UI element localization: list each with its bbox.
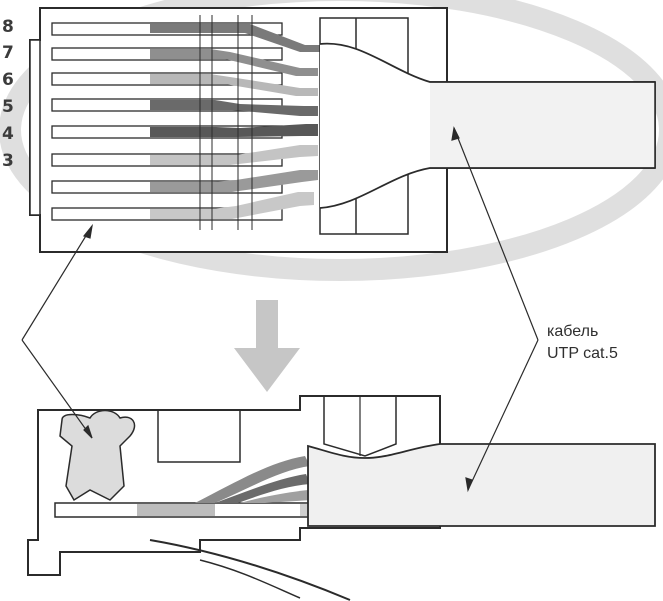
arrowhead (465, 477, 473, 493)
down-arrow (234, 300, 300, 392)
callout-line (21, 225, 93, 341)
connector-side-view (27, 395, 656, 601)
side-wire (195, 456, 310, 503)
latch-lever (149, 539, 351, 601)
highlight-ellipse (0, 0, 663, 281)
wire (150, 24, 320, 52)
callout-line (21, 339, 93, 439)
pin-label-6: 6 (2, 70, 14, 90)
latch-lever (199, 559, 301, 599)
callout-line (453, 127, 539, 341)
cable-side (307, 443, 656, 527)
wire (150, 124, 318, 137)
wire (150, 100, 318, 116)
crimp-contact (59, 409, 136, 502)
cable-label-line2: UTP cat.5 (547, 345, 618, 362)
wire (150, 74, 318, 96)
arrowhead (82, 223, 93, 239)
callout-lines (21, 126, 539, 493)
contact-blades (199, 15, 253, 230)
pin-label-8: 8 (2, 17, 14, 37)
wire (150, 170, 318, 192)
wire-conductors (150, 24, 320, 219)
connector-top-view (29, 7, 656, 253)
wire (150, 49, 318, 76)
cable-jacket-fill (430, 82, 655, 168)
conductor-strip-shade (137, 504, 215, 516)
arrowhead (451, 126, 460, 141)
plug-latch-step (29, 39, 41, 216)
arrowhead (83, 424, 93, 439)
side-wire (240, 490, 312, 503)
callout-line (467, 339, 539, 491)
wire (150, 145, 318, 165)
pin-label-5: 5 (2, 97, 14, 117)
pin-label-4: 4 (2, 124, 14, 144)
wire (150, 192, 314, 219)
side-wire (215, 474, 310, 503)
pin-label-3: 3 (2, 151, 14, 171)
plug-top-notch (157, 410, 241, 463)
pin-label-7: 7 (2, 43, 14, 63)
piercing-blade (323, 396, 397, 457)
cable-label-line1: кабель (547, 323, 599, 340)
